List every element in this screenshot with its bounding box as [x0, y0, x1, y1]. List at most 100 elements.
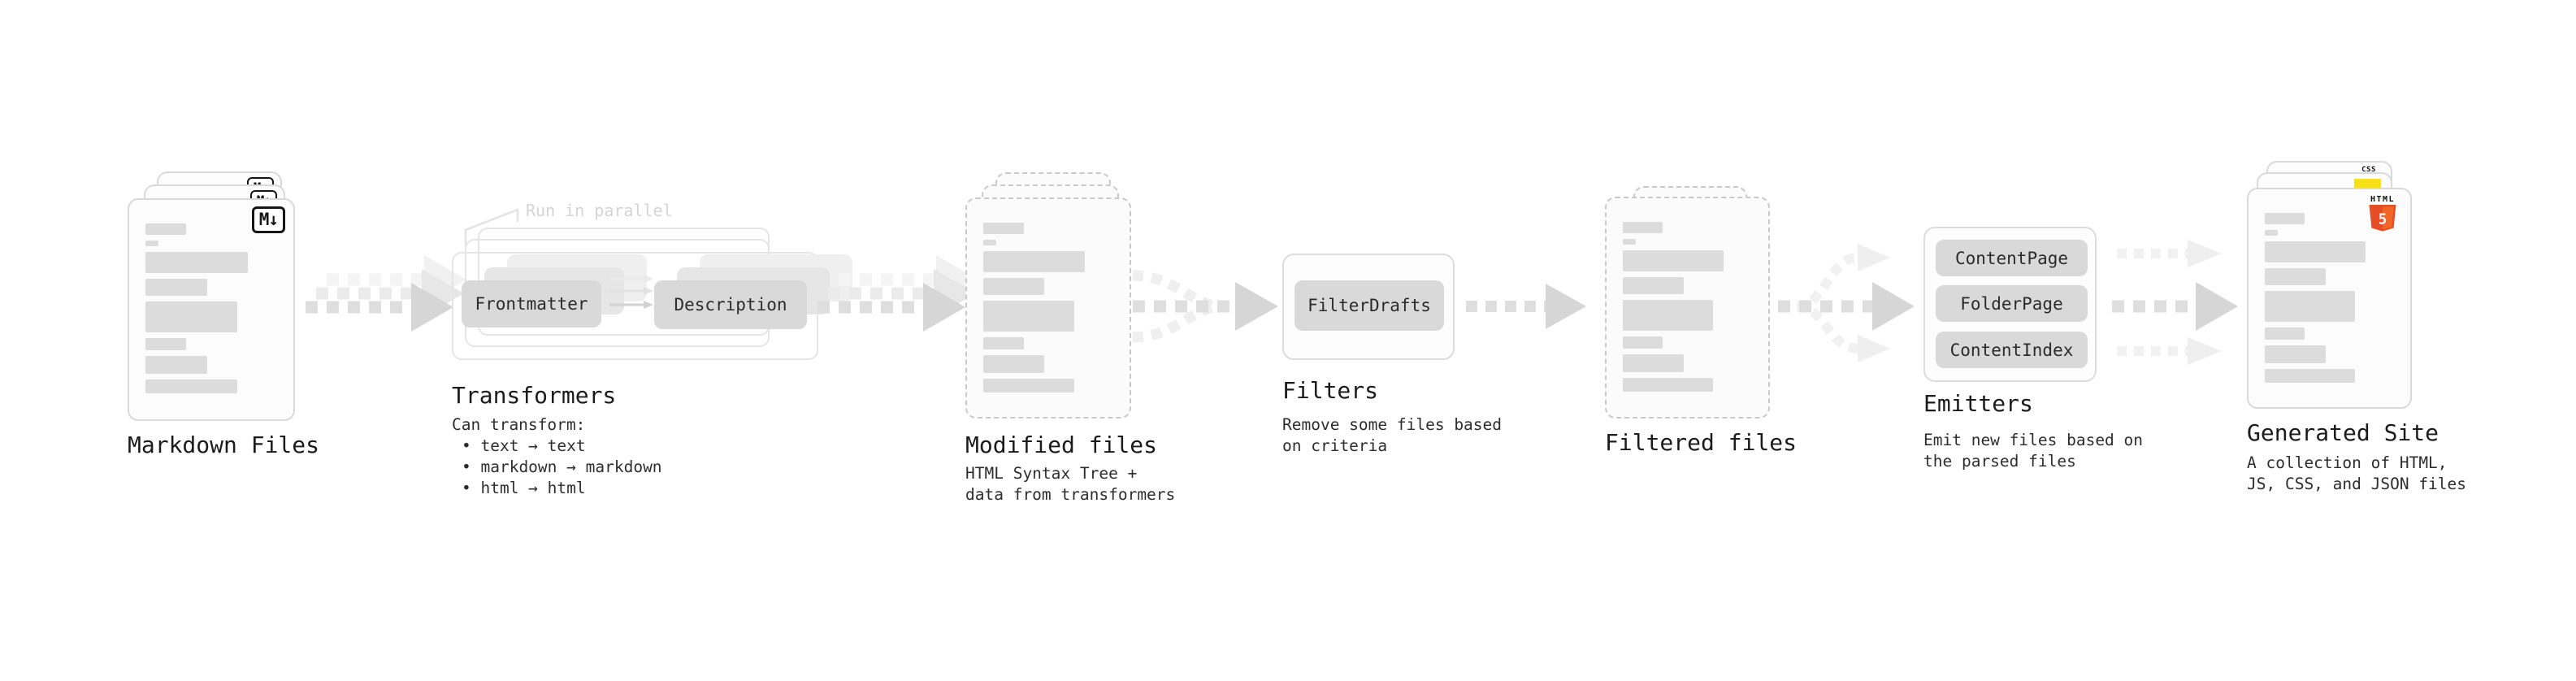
filterdrafts-pill-label: FilterDrafts — [1308, 296, 1431, 315]
inner-arrow-back — [609, 275, 653, 283]
filtered-file-card-front — [1605, 197, 1770, 419]
arrows-emitters-to-generated — [2112, 240, 2238, 365]
doc-text-bar — [983, 223, 1024, 234]
doc-text-bar — [1623, 277, 1684, 294]
emitters-description: Emit new files based on the parsed files — [1923, 431, 2144, 471]
doc-text-bar — [145, 241, 159, 246]
stage-heading-emitters: Emitters — [1923, 390, 2033, 417]
filters-card: FilterDrafts — [1282, 254, 1455, 360]
modified-file-card-front — [965, 197, 1131, 419]
stage-heading-markdown-files: Markdown Files — [128, 432, 320, 458]
html5-shield: 5 — [2369, 205, 2396, 232]
doc-text-bar — [1623, 250, 1724, 271]
frontmatter-pill-label: Frontmatter — [475, 294, 588, 314]
inner-arrow-middle — [609, 287, 653, 295]
fan-out-curve-bottom — [1796, 301, 1858, 354]
generated-site-description: A collection of HTML, JS, CSS, and JSON … — [2247, 453, 2467, 493]
fan-out-head-top — [1858, 244, 1890, 271]
doc-text-bar — [145, 279, 208, 296]
doc-text-bar — [2265, 291, 2356, 322]
markdown-files-stack: M↓ M↓ M↓ — [128, 167, 314, 427]
doc-text-bar — [1623, 222, 1663, 233]
description-pill: Description — [654, 280, 807, 329]
stage-heading-generated-site: Generated Site — [2247, 419, 2439, 446]
run-in-parallel-label: Run in parallel — [526, 201, 673, 220]
main-arrow — [306, 283, 453, 332]
stage-heading-transformers: Transformers — [452, 382, 617, 409]
frontmatter-pill: Frontmatter — [462, 280, 601, 327]
doc-text-bar — [2265, 369, 2356, 383]
markdown-icon: M↓ — [251, 206, 285, 233]
arrow-transformers-to-modified — [817, 255, 978, 332]
generated-file-card-front: HTML 5 — [2247, 188, 2412, 409]
doc-text-bar — [983, 278, 1045, 295]
bullet-item: html → html — [462, 478, 662, 499]
css-icon-label: CSS — [2361, 166, 2376, 174]
doc-text-bar — [145, 338, 187, 350]
doc-text-bar — [983, 355, 1045, 373]
svg-text:5: 5 — [2379, 212, 2387, 228]
doc-text-bar — [2265, 241, 2366, 262]
markdown-file-card-front: M↓ — [128, 198, 295, 421]
run-in-parallel-callout-line — [464, 208, 519, 245]
doc-text-bar — [145, 356, 208, 374]
arrow-filters-to-filtered — [1466, 284, 1586, 329]
emitters-card: ContentPage FolderPage ContentIndex — [1923, 227, 2097, 382]
inner-arrow-front — [609, 301, 653, 309]
filterdrafts-pill: FilterDrafts — [1295, 280, 1444, 331]
emitter-arrow-bottom — [2117, 337, 2222, 365]
fan-out-head-bottom — [1858, 335, 1890, 362]
doc-text-bar — [1623, 336, 1663, 349]
transformers-note: Can transform: — [452, 415, 586, 434]
doc-text-bar — [2265, 268, 2326, 285]
transformer-inner-arrows — [609, 275, 653, 309]
bullet-item: text → text — [462, 436, 662, 457]
filtered-files-stack — [1605, 186, 1776, 430]
doc-text-bar — [2265, 230, 2278, 236]
transformers-bullet-list: text → text markdown → markdown html → h… — [462, 436, 662, 499]
doc-text-bar — [1623, 300, 1714, 331]
transformers-group: Run in parallel Frontmatter Description — [452, 199, 852, 374]
doc-text-bar — [145, 223, 187, 235]
doc-text-bar — [2265, 213, 2305, 224]
folderpage-pill: FolderPage — [1936, 285, 2088, 322]
doc-text-bar — [145, 252, 249, 273]
doc-text-bar — [1623, 378, 1714, 392]
modified-files-stack — [965, 172, 1136, 432]
filters-description: Remove some files based on criteria — [1282, 415, 1503, 455]
contentindex-pill-label: ContentIndex — [1949, 340, 2074, 360]
doc-text-bar — [983, 379, 1074, 393]
main-arrow-head — [1872, 282, 1915, 331]
main-arrow-head — [1235, 282, 1278, 331]
emitter-arrow-middle — [2112, 282, 2238, 331]
arrow-filtered-to-emitters-fan-out — [1778, 244, 1915, 362]
html5-icon: HTML 5 — [2365, 195, 2400, 235]
doc-text-bar — [1623, 354, 1684, 372]
arrow-modified-to-filters-fan-in — [1132, 270, 1278, 343]
emitter-arrow-top — [2117, 240, 2222, 267]
doc-text-bar — [983, 301, 1074, 332]
doc-content-placeholder — [2265, 213, 2394, 388]
stage-heading-filtered-files: Filtered files — [1605, 429, 1798, 456]
main-arrow — [817, 283, 965, 332]
doc-content-placeholder — [1623, 222, 1752, 397]
doc-text-bar — [983, 337, 1024, 349]
doc-text-bar — [145, 301, 238, 332]
description-pill-label: Description — [674, 295, 787, 314]
doc-text-bar — [2265, 345, 2326, 363]
doc-text-bar — [2265, 327, 2305, 340]
folderpage-pill-label: FolderPage — [1960, 293, 2063, 314]
doc-content-placeholder — [983, 223, 1113, 398]
html5-icon-word: HTML — [2370, 195, 2396, 204]
contentpage-pill: ContentPage — [1936, 240, 2088, 276]
modified-files-description: HTML Syntax Tree + data from transformer… — [965, 464, 1176, 504]
doc-content-placeholder — [145, 223, 277, 399]
stage-heading-filters: Filters — [1282, 377, 1379, 404]
contentindex-pill: ContentIndex — [1936, 332, 2088, 368]
doc-text-bar — [145, 380, 238, 393]
bullet-item: markdown → markdown — [462, 457, 661, 478]
stage-heading-modified-files: Modified files — [965, 432, 1158, 458]
doc-text-bar — [983, 251, 1085, 272]
doc-text-bar — [983, 240, 996, 245]
